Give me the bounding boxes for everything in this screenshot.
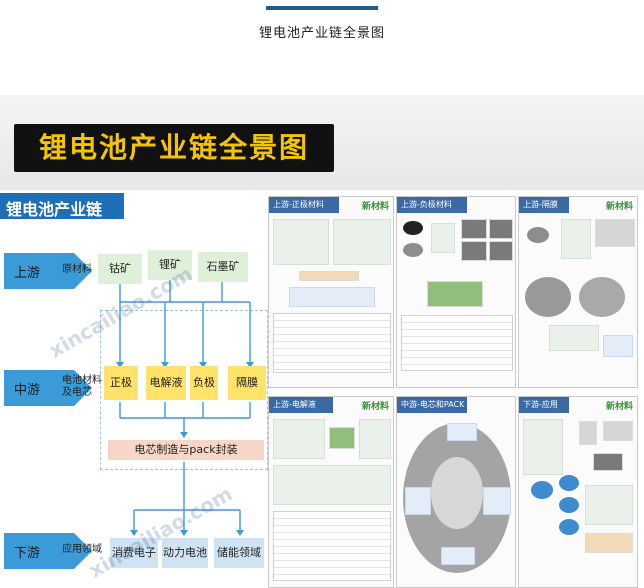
thumb-applications-title: 下游-应用 (519, 397, 569, 413)
node-graphite-ore: 石墨矿 (198, 252, 248, 282)
thumb-separator-brand: 新材料 (605, 202, 633, 212)
thumb-anode-icon-2 (403, 243, 423, 257)
thumb-cell-pack-node-bottom (441, 547, 475, 565)
thumb-applications-list (523, 419, 563, 475)
stage-label-downstream: 下游 (14, 546, 41, 561)
thumb-electrolyte: 上游-电解液 新材料 (268, 396, 394, 588)
node-lithium-ore: 锂矿 (148, 250, 192, 280)
stage-label-upstream: 上游 (14, 266, 41, 281)
node-cobalt-ore: 钴矿 (98, 254, 142, 284)
thumb-cathode-list-1 (273, 219, 329, 265)
thumb-cathode-list-2 (333, 219, 391, 265)
thumb-anode: 上游-负极材料 (396, 196, 516, 388)
stage-sub-downstream: 应用领域 (62, 544, 102, 555)
thumb-anode-tree (427, 281, 483, 307)
thumb-cell-pack: 中游-电芯和PACK (396, 396, 516, 588)
thumb-electrolyte-table (273, 511, 391, 581)
stage-label-midstream: 中游 (14, 383, 41, 398)
thumb-cell-pack-node-right (483, 487, 511, 515)
thumb-applications-camera (593, 453, 623, 471)
thumb-applications-phone (579, 421, 597, 445)
thumb-separator-list (561, 219, 591, 259)
thumb-anode-photo-1 (461, 219, 487, 239)
node-cell-manufacturing: 电芯制造与pack封装 (108, 440, 264, 460)
thumb-electrolyte-list-1 (273, 419, 325, 459)
thumb-cathode-table (273, 313, 391, 373)
thumb-anode-table (401, 315, 513, 371)
thumb-applications-node-1 (531, 481, 553, 499)
node-energy-storage: 储能领域 (214, 538, 264, 568)
node-electrolyte: 电解液 (146, 366, 186, 400)
stage-arrow-downstream (4, 533, 92, 569)
thumb-applications-list-2 (585, 485, 633, 525)
thumb-anode-photo-3 (461, 241, 487, 261)
node-power-battery: 动力电池 (162, 538, 208, 568)
banner-title: 锂电池产业链全景图 (38, 131, 309, 164)
thumb-separator-sem-1 (525, 277, 571, 317)
thumb-cathode: 上游-正极材料 新材料 (268, 196, 394, 388)
thumb-separator-photo (595, 219, 635, 247)
thumb-separator-title: 上游-隔膜 (519, 197, 569, 213)
stage-arrow-midstream (4, 370, 92, 406)
chain-title-bg (0, 193, 124, 219)
page-title: 锂电池产业链全景图 (258, 26, 385, 41)
thumb-cell-pack-core (431, 457, 483, 529)
node-anode: 负极 (190, 366, 218, 400)
thumb-applications-node-4 (559, 519, 579, 535)
thumb-applications-node-3 (559, 497, 579, 513)
thumb-electrolyte-title: 上游-电解液 (269, 397, 333, 413)
thumb-anode-title: 上游-负极材料 (397, 197, 467, 213)
thumb-anode-icon-1 (403, 221, 423, 235)
thumb-electrolyte-list-2 (359, 419, 391, 459)
thumb-cathode-title: 上游-正极材料 (269, 197, 339, 213)
thumb-separator-legend (549, 325, 599, 351)
thumb-anode-photo-4 (489, 241, 513, 261)
thumb-cell-pack-node-left (405, 487, 431, 515)
thumb-applications: 下游-应用 新材料 (518, 396, 638, 588)
thumb-cathode-band (299, 271, 359, 281)
thumb-separator-icon (527, 227, 549, 243)
stage-sub-midstream: 电池材料及电芯 (62, 375, 102, 398)
thumb-applications-car (585, 533, 633, 553)
stage-sub-upstream: 原材料 (62, 264, 92, 275)
stage-arrow-upstream (4, 253, 92, 289)
thumb-anode-photo-2 (489, 219, 513, 239)
thumb-cell-pack-title: 中游-电芯和PACK (397, 397, 467, 413)
node-cathode: 正极 (104, 366, 138, 400)
thumb-applications-laptop (603, 421, 633, 441)
thumb-electrolyte-structure (273, 465, 391, 505)
thumb-separator: 上游-隔膜 新材料 (518, 196, 638, 388)
thumb-cathode-brand: 新材料 (361, 202, 389, 212)
thumb-applications-brand: 新材料 (605, 402, 633, 412)
thumb-anode-list (431, 223, 455, 253)
thumb-separator-notes (603, 335, 633, 357)
title-accent-line (266, 6, 378, 10)
thumb-cell-pack-node-top (447, 423, 477, 441)
banner-box (14, 124, 334, 172)
node-separator: 隔膜 (228, 366, 266, 400)
thumb-applications-node-2 (559, 475, 579, 491)
thumb-separator-sem-2 (579, 277, 625, 317)
thumb-electrolyte-center (329, 427, 355, 449)
node-consumer-electronics: 消费电子 (110, 538, 158, 568)
chain-title: 锂电池产业链 (6, 200, 103, 219)
thumb-cathode-tree (289, 287, 375, 307)
thumb-electrolyte-brand: 新材料 (361, 402, 389, 412)
